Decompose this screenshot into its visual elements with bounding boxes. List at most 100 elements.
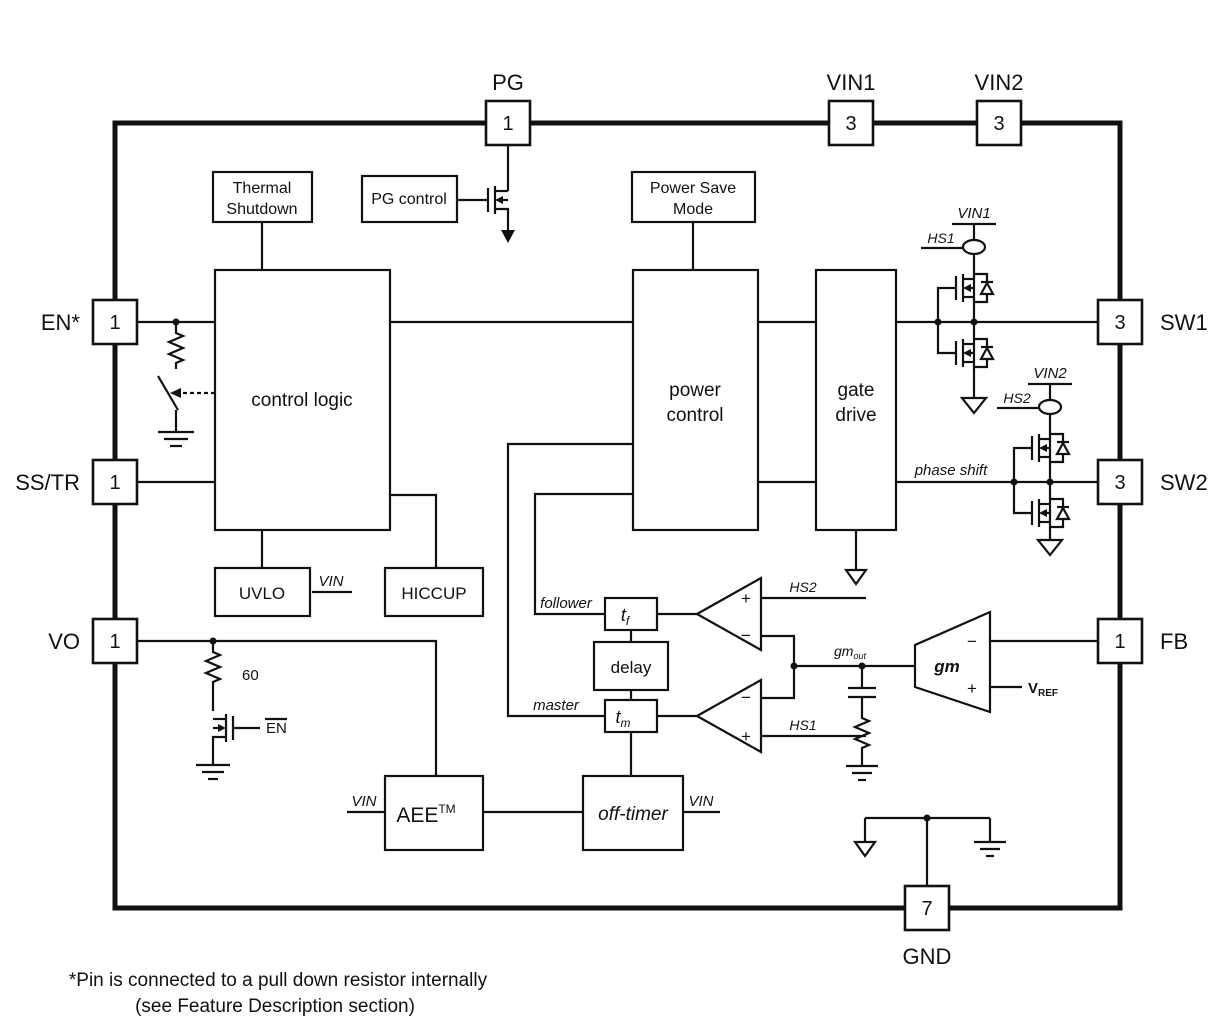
- gm-label: gm: [933, 657, 960, 676]
- pin-en-number: 1: [109, 312, 120, 334]
- thermal-shutdown-label2: Shutdown: [226, 201, 297, 218]
- vo-discharge-network: EN 60: [196, 641, 287, 781]
- pin-fb-label: FB: [1160, 629, 1188, 654]
- vin-label: VIN: [351, 793, 376, 810]
- dashed-arrowhead-icon: [170, 388, 181, 398]
- hs2-label: HS2: [789, 579, 816, 595]
- power-control-label: power: [669, 380, 721, 401]
- hs1-current-sense-oval: [961, 238, 987, 256]
- arrow-ground-icon: [501, 230, 515, 243]
- compensation-resistor: [852, 714, 872, 752]
- block-hiccup: [383, 566, 485, 618]
- block-uvlo: [213, 566, 312, 618]
- earth-ground-icon: [974, 840, 1006, 858]
- earth-ground-icon: [158, 430, 194, 448]
- vref-label: VREF: [1028, 680, 1058, 699]
- footnote-line1: *Pin is connected to a pull down resisto…: [69, 970, 488, 991]
- earth-ground-icon: [846, 764, 878, 782]
- pin-en-label: EN*: [41, 310, 81, 335]
- pin-sstr-label: SS/TR: [15, 470, 80, 495]
- minus-input: −: [741, 626, 751, 645]
- delay-label: delay: [611, 658, 652, 677]
- block-control-logic: [213, 268, 392, 532]
- follower-label: follower: [540, 595, 593, 612]
- hiccup-label: HICCUP: [401, 584, 466, 603]
- gate-drive-label: gate: [838, 380, 875, 401]
- pin-gnd: 7 GND: [903, 884, 951, 969]
- hs1-label: HS1: [789, 717, 816, 733]
- vin1-rail-label: VIN1: [957, 205, 990, 222]
- vin2-rail-label: VIN2: [1033, 365, 1067, 382]
- pin-en: 1 EN*: [41, 298, 139, 346]
- footnote-line2: (see Feature Description section): [135, 996, 415, 1017]
- tf-label: tf: [621, 605, 631, 628]
- hs1-mosfet: [954, 272, 995, 304]
- pin-vin1-number: 3: [845, 113, 856, 135]
- vo-resistor-60: [203, 641, 223, 711]
- vin-label: VIN: [688, 793, 713, 810]
- plus-input: +: [741, 727, 751, 746]
- pin-sstr-number: 1: [109, 472, 120, 494]
- block-tf: [603, 596, 659, 632]
- block-thermal-shutdown: [211, 170, 314, 224]
- pin-vo: 1 VO: [48, 617, 139, 665]
- power-control-label2: control: [666, 405, 723, 426]
- block-power-save-mode: [630, 170, 757, 224]
- control-logic-label: control logic: [251, 390, 352, 411]
- junction-dots: [172, 318, 1054, 822]
- gm-amplifier: gm − + VREF: [913, 610, 1058, 714]
- pin-vo-number: 1: [109, 631, 120, 653]
- pin-sw1-label: SW1: [1160, 310, 1208, 335]
- pin-fb-number: 1: [1114, 631, 1125, 653]
- pin-vin2-label: VIN2: [975, 70, 1024, 95]
- triangle-ground-icon: [843, 568, 869, 586]
- triangle-ground-icon: [1035, 538, 1065, 557]
- compensation-network: [846, 686, 878, 782]
- power-save-label2: Mode: [673, 201, 713, 218]
- body-diode-icon: [1055, 505, 1071, 521]
- body-diode-icon: [979, 345, 995, 361]
- vin-label: VIN: [318, 573, 343, 590]
- pin-pg: 1 PG: [484, 70, 532, 147]
- body-diode-icon: [979, 280, 995, 296]
- gm-out-label: gmout: [834, 643, 866, 661]
- pin-vin2: 3 VIN2: [975, 70, 1024, 147]
- aee-label: AEETM: [396, 802, 455, 827]
- thermal-shutdown-label: Thermal: [233, 180, 292, 197]
- uvlo-label: UVLO: [239, 584, 285, 603]
- mosfet-arrow-icon: [495, 196, 503, 204]
- en-switch-blade: [157, 375, 179, 411]
- plus-input: +: [741, 589, 751, 608]
- hs1-label: HS1: [927, 230, 954, 246]
- ls2-mosfet: [1030, 497, 1071, 529]
- pg-control-label: PG control: [371, 191, 447, 208]
- hs2-mosfet: [1030, 432, 1071, 464]
- pin-fb: 1 FB: [1096, 617, 1188, 665]
- master-label: master: [533, 697, 580, 714]
- triangle-ground-icon: [959, 396, 989, 415]
- pin-sw1: 3 SW1: [1096, 298, 1208, 346]
- resistor-value-label: 60: [242, 667, 259, 684]
- en-pulldown-resistor: [166, 322, 186, 369]
- gate-drive-label2: drive: [835, 405, 876, 426]
- plus-input: +: [967, 679, 977, 698]
- tm-label: tm: [615, 707, 630, 730]
- hs2-current-sense-oval: [1037, 398, 1063, 416]
- block-aee: [383, 774, 485, 852]
- hs2-label: HS2: [1003, 390, 1030, 406]
- pin-vin1-label: VIN1: [827, 70, 876, 95]
- pg-mosfet: [457, 186, 515, 243]
- pin-sw2-label: SW2: [1160, 470, 1208, 495]
- minus-input: −: [967, 632, 977, 651]
- off-timer-label: off-timer: [598, 804, 668, 825]
- pin-gnd-number: 7: [921, 898, 932, 920]
- triangle-ground-icon: [852, 840, 878, 858]
- block-off-timer: [581, 774, 685, 852]
- pin-pg-label: PG: [492, 70, 524, 95]
- pin-sstr: 1 SS/TR: [15, 458, 139, 506]
- ic-outline: [112, 120, 1123, 911]
- block-pg-control: [360, 174, 459, 224]
- earth-ground-icon: [196, 763, 230, 781]
- power-save-label: Power Save: [650, 180, 736, 197]
